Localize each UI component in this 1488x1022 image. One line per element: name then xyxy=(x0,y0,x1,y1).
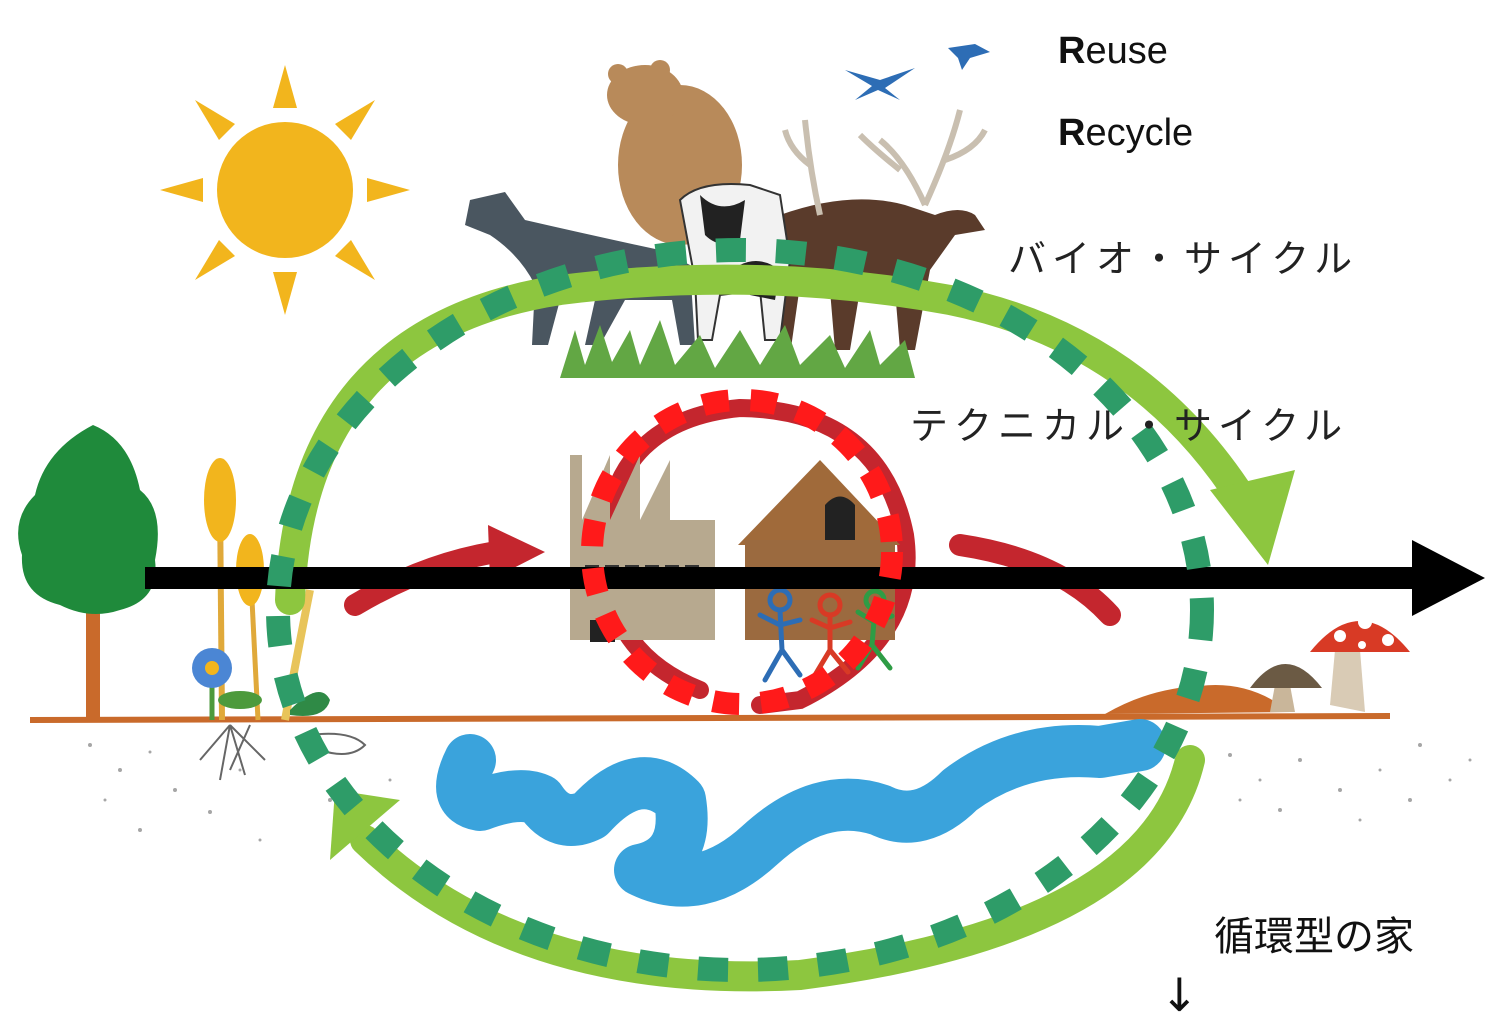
tech-cycle-dashed-circle xyxy=(581,389,903,715)
river-icon xyxy=(436,719,1166,907)
bio-cycle-dashed-oval xyxy=(266,238,1214,982)
tech-arrowhead-left xyxy=(488,525,545,580)
mushroom-icon xyxy=(1250,615,1410,712)
tree-icon xyxy=(18,425,158,720)
circular-house-label: 循環型の家 xyxy=(1214,914,1414,960)
roots-icon xyxy=(199,724,367,781)
bio-arrowhead-right xyxy=(1210,470,1295,565)
people-icon xyxy=(757,587,895,683)
ground-line xyxy=(29,713,1391,723)
down-arrow-icon: ↓ xyxy=(1160,968,1199,1022)
timeline-arrowhead xyxy=(1412,540,1485,616)
recycle-label: Recycle xyxy=(1058,112,1194,154)
wolf-icon xyxy=(465,192,695,345)
factory-icon xyxy=(570,455,715,642)
deer-icon xyxy=(775,109,988,355)
birds-icon xyxy=(845,44,990,100)
reuse-label: Reuse xyxy=(1058,30,1168,72)
technical-cycle-label: テクニカル・サイクル xyxy=(910,404,1349,448)
sun-icon xyxy=(160,65,410,315)
soil-speckles xyxy=(88,743,1472,842)
grass-icon xyxy=(560,320,915,378)
bio-cycle-label: バイオ・サイクル xyxy=(1008,237,1359,281)
flower-icon xyxy=(192,648,330,720)
